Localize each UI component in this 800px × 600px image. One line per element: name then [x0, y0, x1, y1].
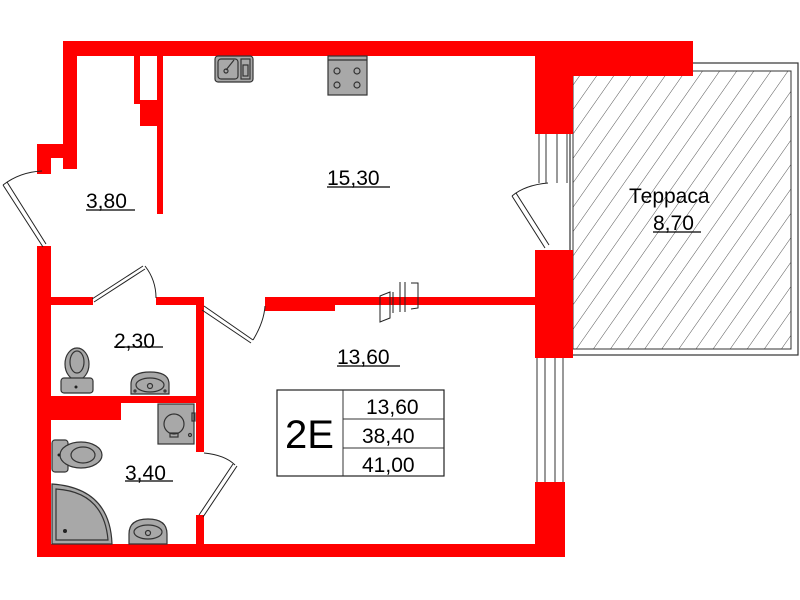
wall-wc-top-right — [156, 297, 204, 305]
summary-living-area: 13,60 — [366, 396, 419, 419]
washing-machine-icon — [157, 403, 196, 445]
wall-right-upper — [535, 56, 573, 134]
windows — [536, 134, 568, 482]
door-wc — [91, 265, 157, 303]
door-bathroom — [198, 452, 238, 518]
toilet-icon — [60, 347, 94, 394]
door-entrance — [2, 170, 47, 248]
wall-bedroom-top-thick — [265, 297, 335, 311]
wall-hall-partition-a — [134, 56, 140, 104]
wall-top-right-thick — [535, 56, 693, 76]
room-area-terrace: 8,70 — [653, 212, 694, 235]
summary-table: 2E 13,60 38,40 41,00 — [276, 389, 445, 477]
room-area-wc: 2,30 — [114, 330, 155, 353]
room-area-kitchen: 15,30 — [327, 167, 380, 190]
sink-icon — [214, 55, 254, 83]
door-bedroom — [201, 305, 266, 344]
room-area-bathroom: 3,40 — [125, 462, 166, 485]
wall-bath-right-lower — [196, 515, 204, 550]
terrace-name: Терраса — [629, 185, 710, 208]
room-area-hall: 3,80 — [86, 190, 127, 213]
wall-bath-top-thick — [51, 396, 121, 420]
washbasin-icon — [130, 371, 170, 395]
radiator-mark — [379, 282, 419, 323]
door-terrace — [511, 182, 550, 249]
wall-wc-top-left — [51, 297, 93, 305]
wall-hall-block — [140, 100, 158, 126]
wall-wc-bottom — [51, 396, 199, 403]
room-area-bedroom: 13,60 — [337, 346, 390, 369]
window-kitchen — [538, 134, 568, 183]
wall-bedroom-top — [335, 297, 535, 305]
doors — [2, 170, 550, 518]
wall-left-step-vertical — [37, 144, 51, 174]
shower-tray-icon — [51, 483, 113, 545]
terrace — [569, 62, 799, 356]
walls — [37, 41, 693, 557]
window-bedroom — [536, 358, 564, 482]
wall-wc-right — [196, 297, 204, 452]
wall-left-lower — [37, 246, 51, 557]
wall-top — [63, 41, 693, 56]
stove-icon — [327, 55, 368, 96]
wall-hall-partition-b — [157, 56, 163, 214]
terrace-hatch — [572, 70, 792, 350]
toilet-icon-bathroom — [51, 439, 103, 473]
summary-total-with-terrace: 41,00 — [362, 454, 415, 477]
wall-bottom — [37, 544, 565, 557]
unit-code: 2E — [285, 413, 334, 457]
summary-total-area: 38,40 — [362, 425, 415, 448]
room-labels: 3,80 15,30 Терраса 8,70 2,30 13,60 3,40 — [86, 167, 710, 485]
washbasin-icon-bathroom — [128, 518, 168, 545]
wall-left-top — [63, 41, 77, 169]
wall-right-middle — [535, 250, 573, 358]
